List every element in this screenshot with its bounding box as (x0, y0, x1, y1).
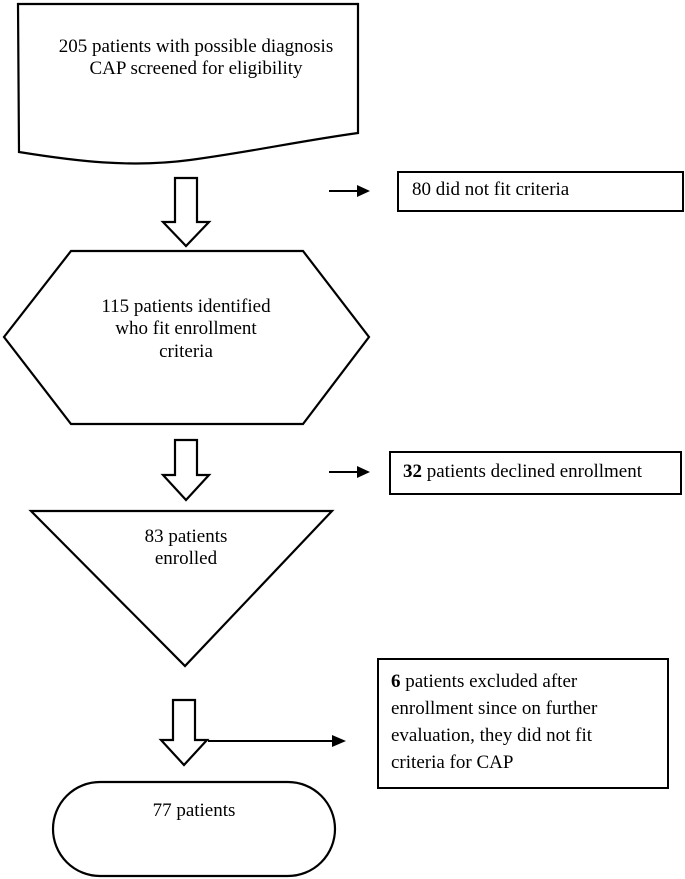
exclusion-text-post-enrollment: patients excluded after enrollment since… (391, 671, 598, 773)
exclusion-label-criteria: 80 did not fit criteria (412, 179, 570, 200)
exclusion-box-declined (389, 451, 682, 495)
node-shape-analyzed (51, 780, 337, 878)
exclusion-box-post-enrollment (377, 658, 669, 789)
block-arrow-down-3 (158, 698, 210, 767)
exclusion-box-criteria (397, 171, 684, 212)
block-arrow-down-2 (160, 438, 212, 502)
node-shape-eligible (2, 249, 371, 426)
node-label-eligible: 115 patients identified who fit enrollme… (101, 296, 271, 362)
exclusion-text-declined: patients declined enrollment (422, 461, 643, 482)
exclusion-count-declined: 32 (403, 461, 422, 482)
node-shape-enrolled (28, 509, 335, 668)
node-shape-screened (16, 2, 360, 165)
node-label-screened: 205 patients with possible diagnosis CAP… (58, 36, 334, 80)
exclusion-label-declined: 32 patients declined enrollment (403, 461, 675, 483)
block-arrow-down-1 (160, 176, 212, 248)
side-arrow-2 (329, 466, 370, 478)
node-label-analyzed: 77 patients (152, 800, 236, 821)
node-label-enrolled: 83 patients enrolled (144, 526, 228, 570)
side-arrow-1 (329, 185, 370, 197)
exclusion-label-post-enrollment: 6 patients excluded after enrollment sin… (391, 669, 661, 777)
side-arrow-3 (208, 735, 346, 747)
exclusion-count-post-enrollment: 6 (391, 671, 401, 692)
